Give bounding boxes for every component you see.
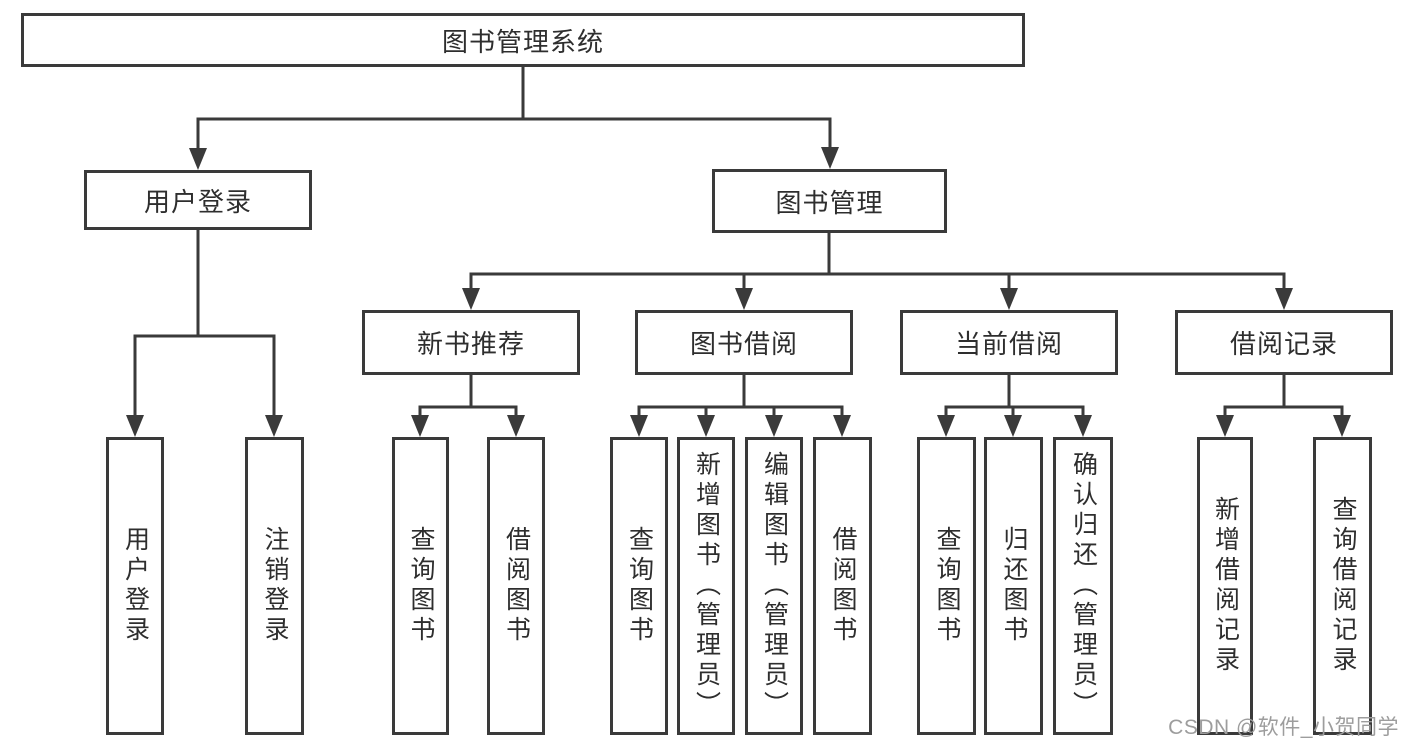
leaf-borrow-books-2-label: 借阅图书 xyxy=(829,526,857,646)
leaf-logout-login: 注销登录 xyxy=(245,437,304,735)
node-book-management: 图书管理 xyxy=(712,169,947,233)
leaf-add-borrow-record-label: 新增借阅记录 xyxy=(1211,496,1240,676)
node-user-login-label: 用户登录 xyxy=(143,186,252,217)
leaf-borrow-books-1: 借阅图书 xyxy=(487,437,545,735)
node-current-borrowing-label: 当前借阅 xyxy=(954,329,1063,359)
leaf-query-books-3-label: 查询图书 xyxy=(933,526,961,646)
leaf-query-books-3: 查询图书 xyxy=(917,437,976,735)
leaf-add-books-admin-label: 新增图书（管理员） xyxy=(692,451,721,721)
leaf-logout-login-label: 注销登录 xyxy=(261,526,289,646)
leaf-query-books-2-label: 查询图书 xyxy=(625,526,654,646)
leaf-edit-books-admin-label: 编辑图书（管理员） xyxy=(760,451,789,721)
node-library-system: 图书管理系统 xyxy=(21,13,1025,67)
leaf-return-books-label: 归还图书 xyxy=(1000,526,1028,646)
node-book-management-label: 图书管理 xyxy=(775,187,884,218)
node-borrowing-records: 借阅记录 xyxy=(1175,310,1393,375)
leaf-user-login-label: 用户登录 xyxy=(121,526,150,646)
node-current-borrowing: 当前借阅 xyxy=(900,310,1118,375)
leaf-query-books-2: 查询图书 xyxy=(610,437,668,735)
leaf-return-books: 归还图书 xyxy=(984,437,1043,735)
leaf-borrow-books-2: 借阅图书 xyxy=(813,437,872,735)
leaf-confirm-return-admin-label: 确认归还（管理员） xyxy=(1069,451,1098,721)
leaf-query-borrow-record: 查询借阅记录 xyxy=(1313,437,1372,735)
leaf-add-books-admin: 新增图书（管理员） xyxy=(677,437,735,735)
leaf-add-borrow-record: 新增借阅记录 xyxy=(1197,437,1253,735)
leaf-borrow-books-1-label: 借阅图书 xyxy=(502,526,531,646)
leaf-query-books-1-label: 查询图书 xyxy=(407,526,435,646)
leaf-user-login: 用户登录 xyxy=(106,437,164,735)
leaf-confirm-return-admin: 确认归还（管理员） xyxy=(1053,437,1113,735)
node-book-borrowing-label: 图书借阅 xyxy=(689,329,798,359)
node-book-borrowing: 图书借阅 xyxy=(635,310,853,375)
watermark: CSDN @软件_小贺同学 xyxy=(1168,716,1399,739)
leaf-query-books-1: 查询图书 xyxy=(392,437,449,735)
node-new-book-recommendation: 新书推荐 xyxy=(362,310,580,375)
node-library-system-label: 图书管理系统 xyxy=(441,26,604,57)
node-user-login: 用户登录 xyxy=(84,170,312,230)
leaf-query-borrow-record-label: 查询借阅记录 xyxy=(1329,496,1357,676)
node-new-book-recommendation-label: 新书推荐 xyxy=(416,329,525,359)
node-borrowing-records-label: 借阅记录 xyxy=(1229,329,1338,359)
leaf-edit-books-admin: 编辑图书（管理员） xyxy=(745,437,803,735)
